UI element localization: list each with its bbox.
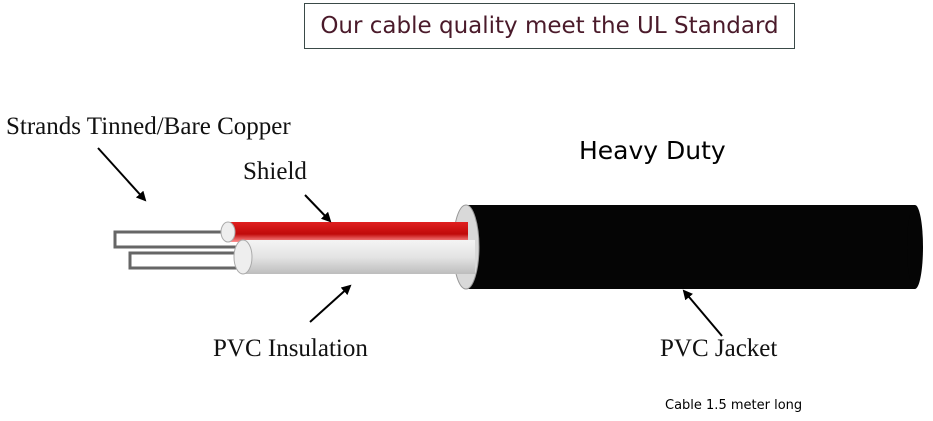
insulation-arrow <box>309 284 352 323</box>
title-banner: Our cable quality meet the UL Standard <box>304 3 795 49</box>
insulation-wire-end <box>233 239 253 275</box>
pvc-insulation-wire <box>243 240 475 274</box>
shield-label: Shield <box>243 158 307 185</box>
heavy-duty-label: Heavy Duty <box>579 136 726 165</box>
strands-arrow <box>97 147 147 202</box>
pvc-jacket <box>465 205 915 289</box>
length-note: Cable 1.5 meter long <box>665 398 803 413</box>
jacket-arrow <box>682 289 723 337</box>
shield-wire <box>228 222 468 242</box>
shield-wire-end <box>220 221 236 243</box>
strands-label: Strands Tinned/Bare Copper <box>6 113 291 140</box>
jacket-end <box>907 205 923 289</box>
shield-arrow <box>304 194 332 223</box>
pvc-insulation-label: PVC Insulation <box>213 335 368 362</box>
pvc-jacket-label: PVC Jacket <box>660 335 778 362</box>
